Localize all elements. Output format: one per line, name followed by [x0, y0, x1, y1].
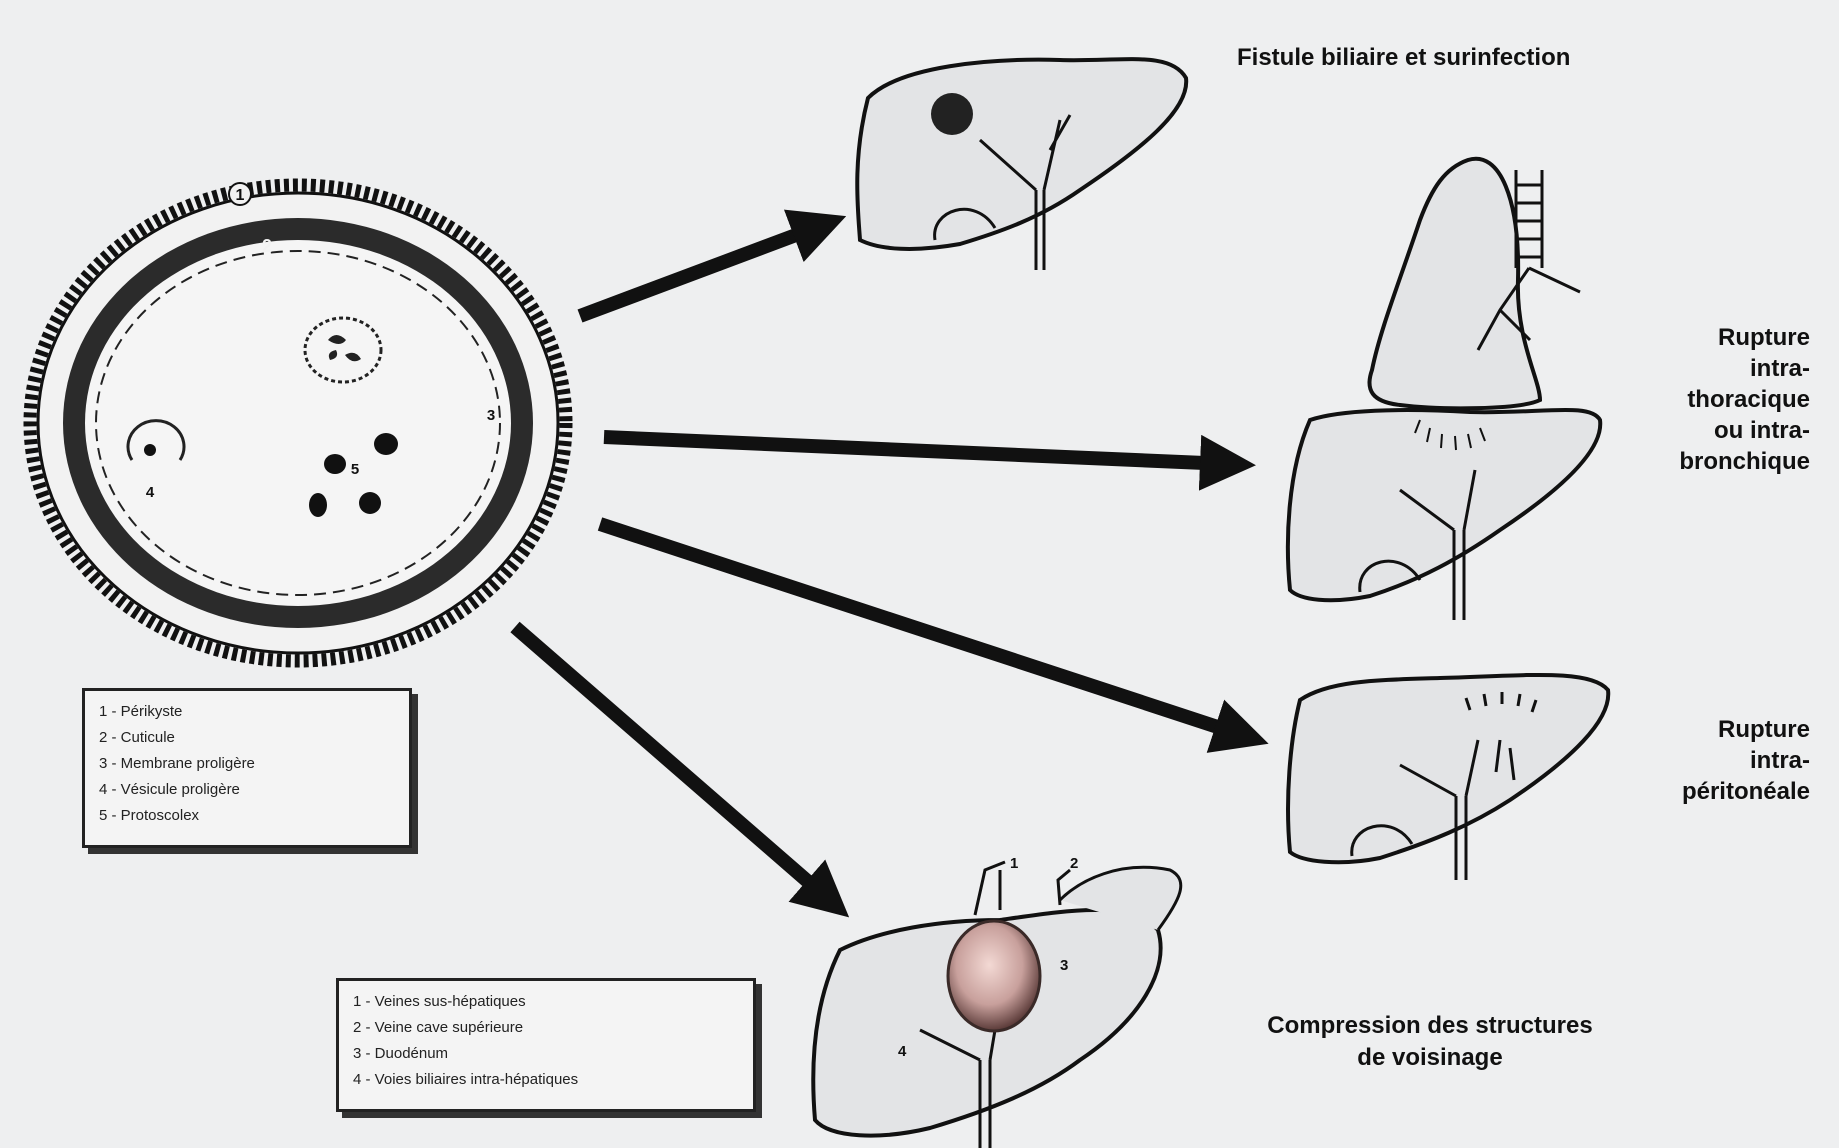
label-compression-line-1: Compression des structures [1200, 1010, 1660, 1042]
lung [1369, 159, 1540, 409]
compression-number-4: 4 [898, 1043, 907, 1060]
label-thoracic-line-2: intra- [1620, 353, 1810, 384]
liver-peritoneal-rupture [1288, 675, 1608, 880]
label-compression: Compression des structures de voisinage [1200, 1010, 1660, 1074]
label-peritoneal-rupture: Rupture intra- péritonéale [1620, 714, 1810, 807]
liver-2 [1288, 410, 1600, 600]
liver-biliary-fistula [857, 59, 1186, 270]
cyst-number-5: 5 [351, 461, 359, 478]
arrow-to-thoracic-rupture [604, 437, 1228, 464]
compression-legend-item: 3 - Duodénum [353, 1041, 739, 1067]
compression-legend-item: 2 - Veine cave supérieure [353, 1015, 739, 1041]
label-thoracic-line-5: bronchique [1620, 446, 1810, 477]
compression-number-3: 3 [1060, 957, 1068, 974]
label-thoracic-line-4: ou intra- [1620, 415, 1810, 446]
label-peritoneal-line-2: intra- [1620, 745, 1810, 776]
label-thoracic-rupture: Rupture intra- thoracique ou intra- bron… [1620, 322, 1810, 477]
cyst-number-1: 1 [236, 187, 245, 204]
compression-legend-item: 1 - Veines sus-hépatiques [353, 989, 739, 1015]
arrows [515, 226, 1242, 899]
trachea [1516, 170, 1542, 268]
compression-number-1: 1 [1010, 855, 1018, 872]
arrow-to-peritoneal-rupture [600, 524, 1242, 735]
cyst-legend-item: 5 - Protoscolex [99, 803, 395, 829]
compression-number-2: 2 [1070, 855, 1078, 872]
hydatid-cyst: 1 2 3 4 5 [30, 183, 566, 661]
biliary-cyst-lesion [931, 93, 973, 135]
arrow-to-biliary-fistula [580, 226, 820, 316]
compression-legend-box: 1 - Veines sus-hépatiques 2 - Veine cave… [336, 978, 756, 1112]
label-biliary-fistula: Fistule biliaire et surinfection [1237, 44, 1570, 72]
label-peritoneal-line-3: péritonéale [1620, 776, 1810, 807]
label-peritoneal-line-1: Rupture [1620, 714, 1810, 745]
cyst-legend-item: 1 - Périkyste [99, 699, 395, 725]
cyst-number-3: 3 [487, 407, 495, 424]
cyst-number-2: 2 [262, 236, 272, 256]
label-thoracic-line-1: Rupture [1620, 322, 1810, 353]
cyst-legend-item: 3 - Membrane proligère [99, 751, 395, 777]
compressing-cyst [948, 921, 1040, 1031]
liver-lung-thoracic-rupture [1288, 159, 1600, 620]
germinal-membrane [85, 240, 511, 606]
cyst-legend-item: 2 - Cuticule [99, 725, 395, 751]
label-thoracic-line-3: thoracique [1620, 384, 1810, 415]
arrow-to-compression [515, 627, 828, 899]
liver-compression: 1 2 3 4 [813, 855, 1181, 1148]
compression-legend-item: 4 - Voies biliaires intra-hépatiques [353, 1067, 739, 1093]
cyst-legend-item: 4 - Vésicule proligère [99, 777, 395, 803]
cyst-number-4: 4 [146, 484, 155, 501]
cyst-legend-box: 1 - Périkyste 2 - Cuticule 3 - Membrane … [82, 688, 412, 848]
label-compression-line-2: de voisinage [1200, 1042, 1660, 1074]
